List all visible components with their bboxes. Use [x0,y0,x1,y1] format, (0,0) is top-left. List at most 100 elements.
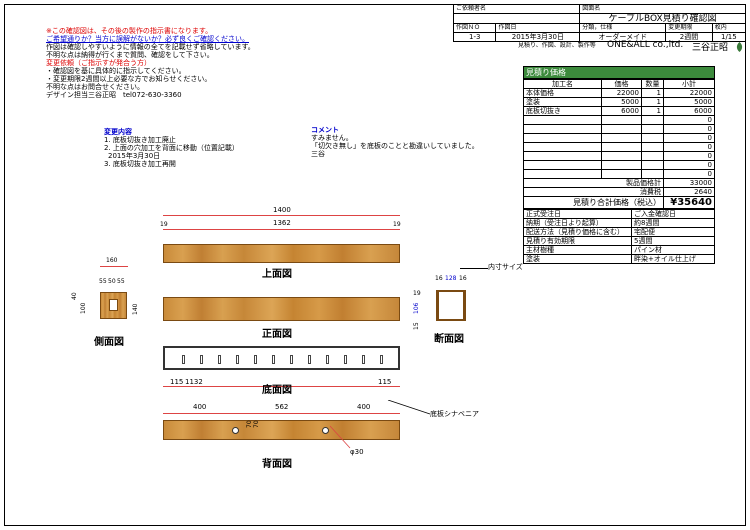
col-item-header: 加工名 [523,79,602,89]
tax-label: 消費税 [523,187,664,197]
bottom-view-board [163,346,400,370]
comment-title: コメント [311,126,339,134]
note-line-7: ・変更期限2週間以上必要な方でお知らせください。 [46,75,212,83]
note-line-4: 不明な点は納得が行くまで質問、確認をして下さい。 [46,51,214,59]
company-name: ONE&ALL co.,ltd. [607,40,684,50]
note-line-9: デザイン担当三谷正昭 tel072-630-3360 [46,91,182,99]
title-label: 図面名 [579,4,746,14]
back-dim-562: 562 [275,403,289,411]
col-qty-header: 数量 [641,79,664,89]
inner-size-leader [460,268,488,269]
slot-cutout [344,355,347,364]
section-view-label: 断面図 [434,334,464,345]
change-item: 1. 底板切抜き加工廃止 [104,136,176,144]
table-row: 塗装畔染+オイル仕上げ [523,254,715,264]
dim-19-right: 19 [393,221,401,228]
side-dim-55a: 55 [99,278,107,285]
slot-cutout [182,355,185,364]
slot-cutout [218,355,221,364]
drawing-date: 2015年3月30日 [495,32,581,42]
inner-size-label: 内寸サイズ [488,263,523,271]
back-view-label: 背面図 [262,459,292,470]
changes-title: 変更内容 [104,128,132,136]
table-row: 正式受注日ご入金確認日 [523,209,715,219]
dim-line-1362 [163,229,400,230]
cable-hole [232,427,239,434]
services-text: 見積り、作図、設計、製作等 [518,42,596,49]
bottom-dim-115b: 115 [378,378,392,386]
note-line-6: ・確認図を基に具体的に指示してください。 [46,67,186,75]
table-row: 0 [523,124,715,134]
drawing-no-label: 作図ＮＯ [452,23,497,33]
category-label: 分類，仕様 [579,23,667,33]
back-dim-400a: 400 [193,403,207,411]
plywood-label: 底板シナベニア [430,410,479,418]
table-row: 0 [523,151,715,161]
product-total: 33000 [663,178,715,188]
section-dim-16a: 16 [435,275,443,282]
section-dim-16b: 16 [459,275,467,282]
section-dim-106: 106 [413,302,420,314]
terms-table: 正式受注日ご入金確認日 納期（受注日より起算）約8週間 配送方法（見積り価格に含… [523,209,715,264]
back-dim-70a: 70 [246,420,253,428]
person-name: 三谷正昭 [692,43,729,53]
grand-total-label: 見積り合計価格（税込） [523,196,664,209]
change-item: 2015年3月30日 [108,152,161,160]
back-view-board [163,420,400,440]
side-dim-100: 100 [80,302,87,314]
table-row: 0 [523,142,715,152]
slot-cutout [290,355,293,364]
changes-block: 変更内容 1. 底板切抜き加工廃止 2. 上面の穴加工を背面に移動（位置記載） … [104,128,294,168]
comment-line: すみません。 [311,134,353,142]
back-dim-400b: 400 [357,403,371,411]
side-dim-40: 40 [71,292,78,300]
cable-hole [322,427,329,434]
change-item: 3. 底板切抜き加工再開 [104,160,176,168]
bottom-dim-line [163,386,400,387]
bottom-dim-1132: 1132 [185,378,203,386]
note-line-2: ご希望通りか？当方に誤解がないか？必ず良くご確認ください。 [46,35,249,43]
title-block: ご依頼者名 図面名 ケーブルBOX見積り確認図 作図ＮＯ 作図日 分類，仕様 変… [452,4,747,52]
note-line-3: 作図は確認しやすいように情報の全てを記載せず省略しています。 [46,43,255,51]
side-dim-55b: 55 [117,278,125,285]
tax-value: 2640 [663,187,715,197]
slot-cutout [308,355,311,364]
dim-1400: 1400 [273,206,291,214]
side-dim-line [100,266,128,267]
comment-line: 「切欠き無し」を底板のことと勘違いしていました。 [311,142,479,150]
hole-diameter-label: φ30 [350,448,364,456]
table-row: 0 [523,133,715,143]
date-label: 作図日 [495,23,581,33]
change-item: 2. 上面の穴加工を背面に移動（位置記載） [104,144,239,152]
slot-cutout [254,355,257,364]
note-line-5: 変更依頼（ご指示すが発合う方） [46,59,151,67]
side-dim-160: 160 [106,257,118,264]
bottom-view-label: 底面図 [262,385,292,396]
table-row: 主材樹種パイン材 [523,245,715,255]
side-dim-140: 140 [132,303,139,315]
note-line-8: 不明な点はお問合せください。 [46,83,144,91]
section-dim-15: 15 [413,322,420,330]
side-dim-50: 50 [108,278,116,285]
grand-total: ¥35640 [663,196,715,209]
front-view-board [163,297,400,321]
top-view-board [163,244,400,263]
slot-cutout [236,355,239,364]
table-row: 0 [523,169,715,179]
slot-cutout [272,355,275,364]
drawing-title: ケーブルBOX見積り確認図 [579,13,746,24]
back-dim-line [163,413,400,414]
section-view-profile [436,290,466,321]
section-dim-128: 128 [445,275,457,282]
leader-lines [329,400,431,449]
sheet-frame [4,4,746,526]
leaf-logo-icon [735,38,744,52]
period-label: 変更期限 [665,23,713,33]
table-row: 0 [523,115,715,125]
dim-1362: 1362 [273,219,291,227]
